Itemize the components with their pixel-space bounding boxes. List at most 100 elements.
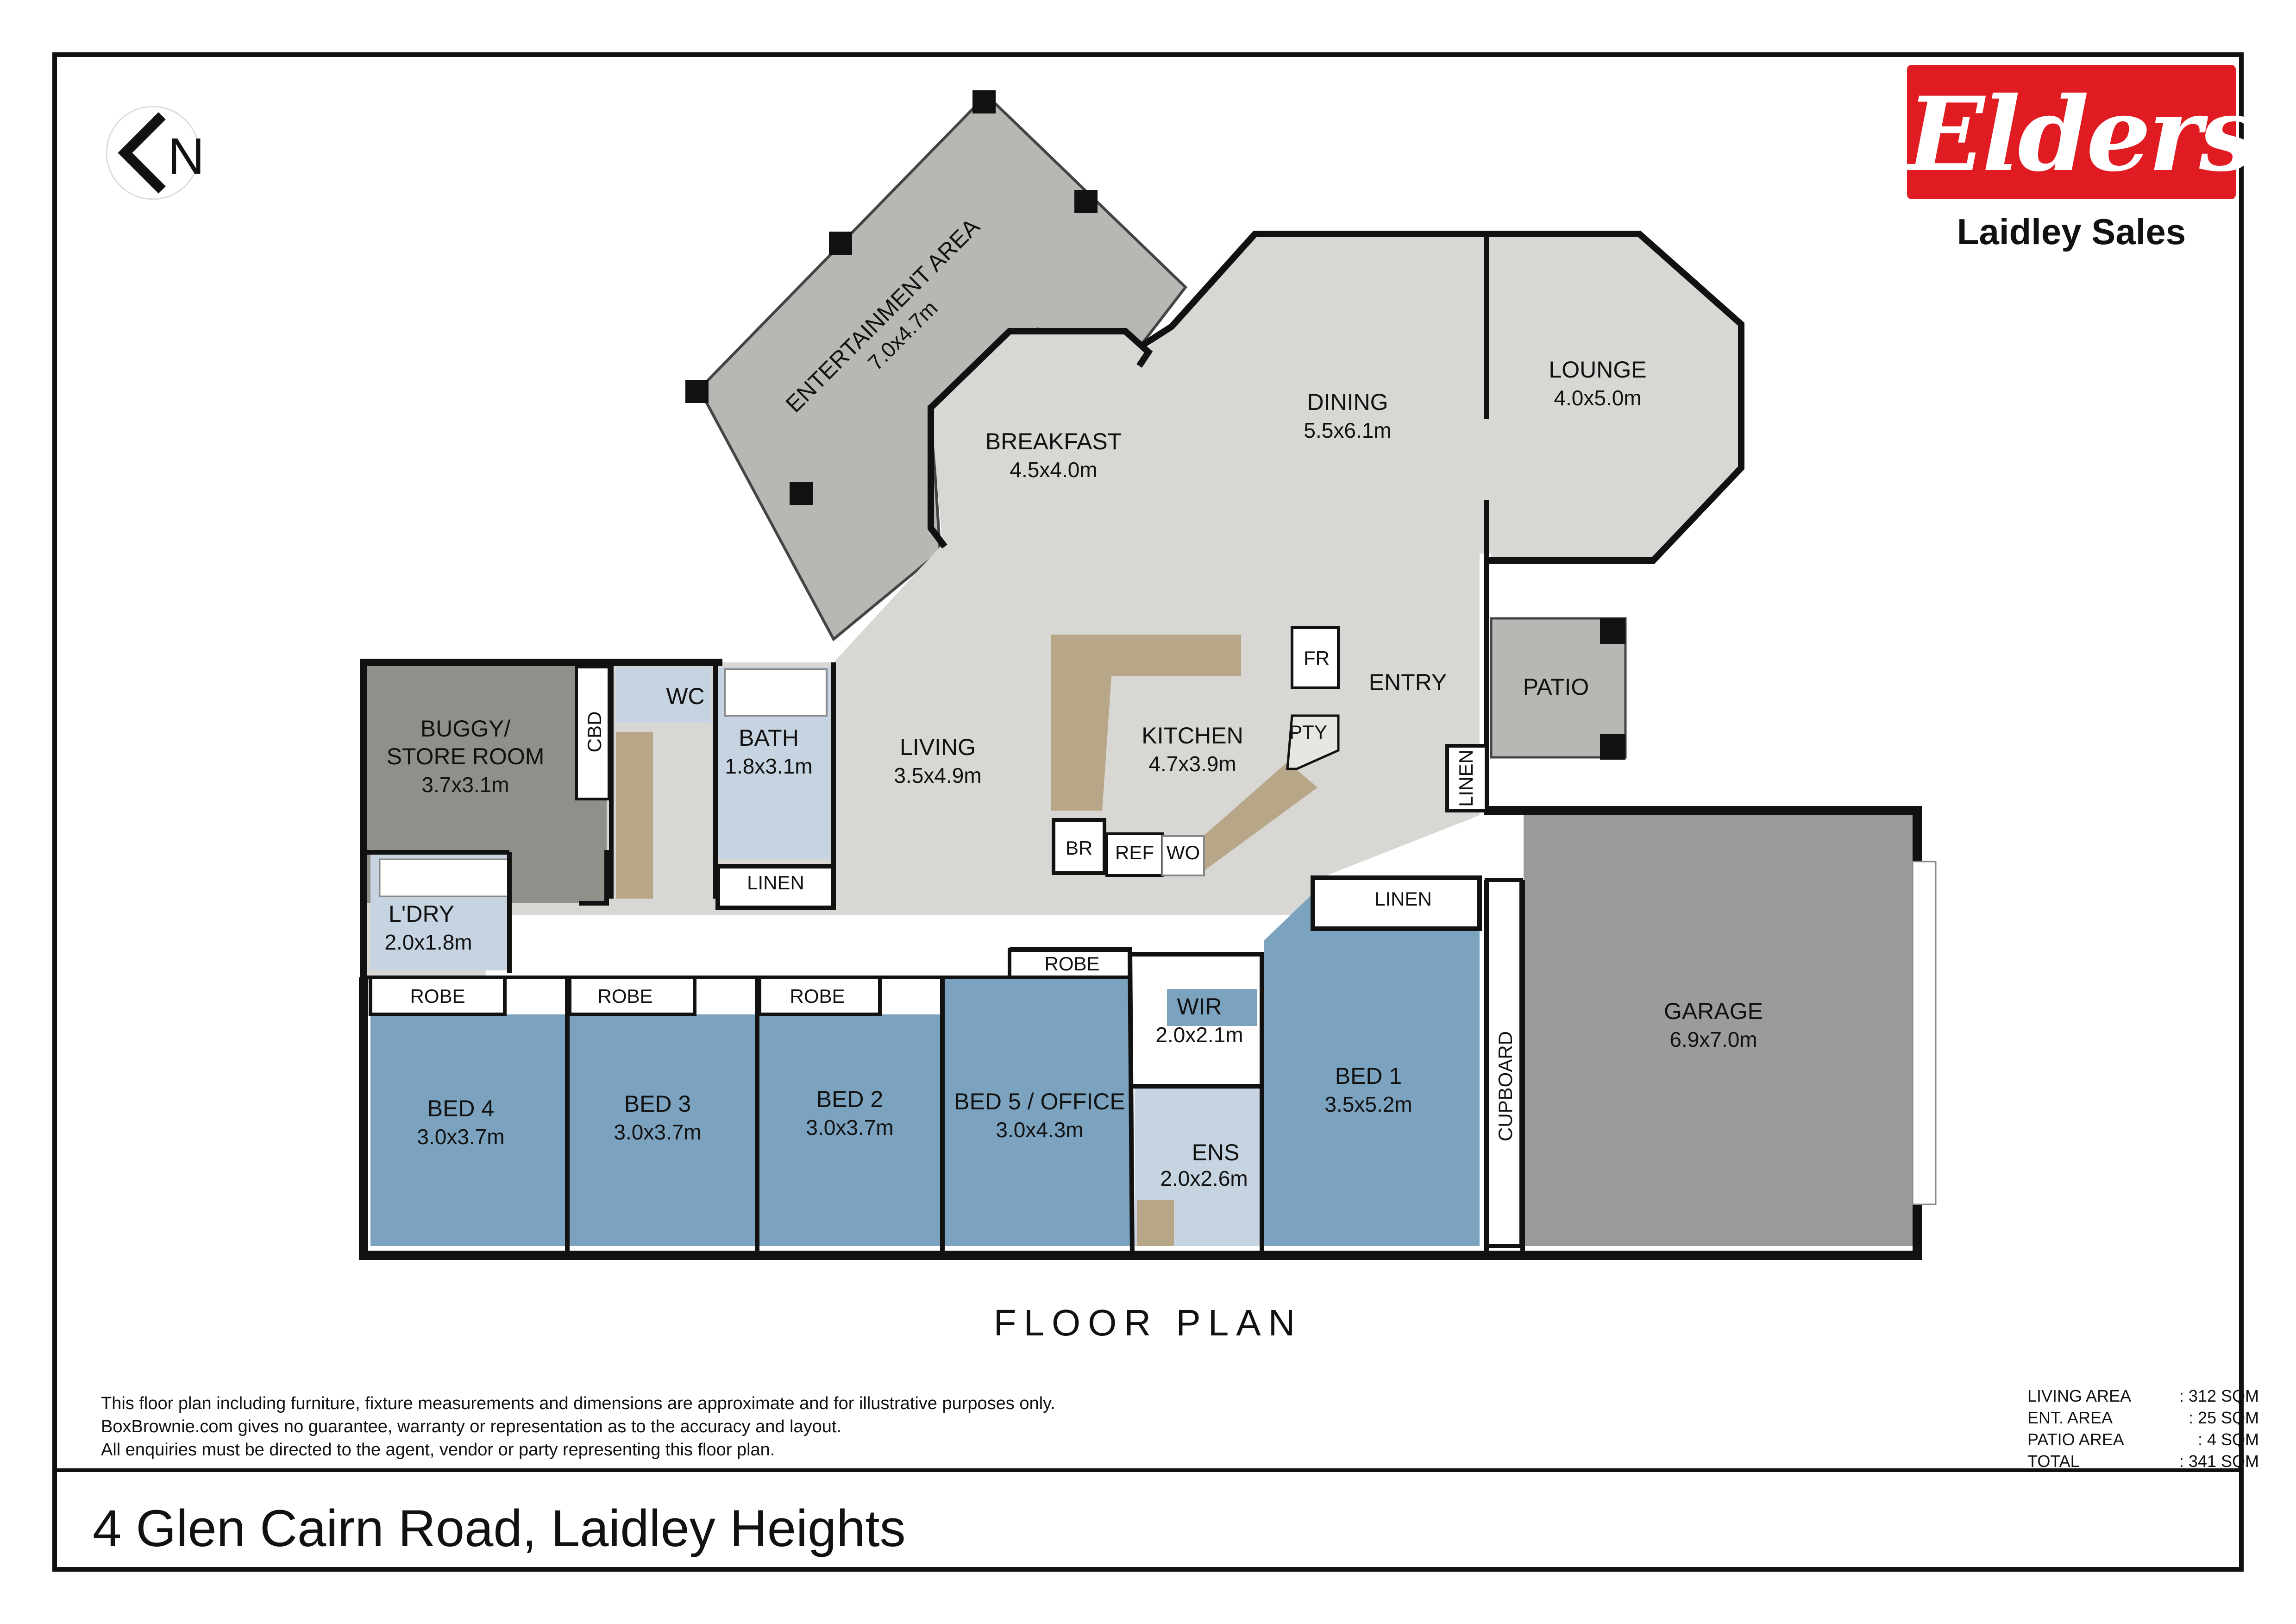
wall (928, 328, 1153, 549)
lounge-dim: 4.0x5.0m (1554, 386, 1641, 410)
cbd-label: CBD (583, 711, 605, 753)
buggy-dim: 3.7x3.1m (421, 773, 509, 797)
post (1600, 734, 1625, 760)
linen-bath-label: LINEN (747, 872, 804, 894)
buggy-label-line1: BUGGY/ (420, 716, 511, 742)
vanity-bench (616, 732, 653, 899)
area-value: : 341 SQM (2179, 1452, 2259, 1471)
garage-dim: 6.9x7.0m (1669, 1027, 1757, 1051)
elders-logo (1907, 65, 2236, 199)
breakfast-dim: 4.5x4.0m (1010, 458, 1097, 482)
dining-label: DINING (1307, 389, 1388, 415)
patio-label: PATIO (1523, 674, 1589, 700)
wir-label: WIR (1177, 994, 1222, 1020)
robe2-label: ROBE (790, 985, 845, 1007)
plan-title: FLOOR PLAN (993, 1302, 1303, 1343)
post (1074, 190, 1098, 213)
area-label: PATIO AREA (2027, 1430, 2124, 1449)
wall (1137, 231, 1744, 564)
area-row: TOTAL : 341 SQM (2027, 1450, 2259, 1472)
area-summary: LIVING AREA : 312 SQM ENT. AREA: 25 SQM P… (2027, 1385, 2259, 1472)
wall (1132, 952, 1264, 1255)
entry-label: ENTRY (1369, 669, 1447, 695)
bed4-dim: 3.0x3.7m (417, 1125, 504, 1149)
wir-rail (1167, 989, 1257, 1026)
ens-vanity (1137, 1200, 1174, 1246)
compass-letter: N (168, 128, 204, 185)
post (829, 232, 852, 255)
area-label: TOTAL (2027, 1452, 2080, 1471)
bed1-floor (1264, 882, 1480, 1246)
pantry-cupboard (1286, 714, 1340, 770)
bed5-dim: 3.0x4.3m (996, 1118, 1083, 1142)
area-value: : 312 SQM (2179, 1386, 2259, 1405)
robe4-label: ROBE (410, 985, 465, 1007)
bed4-floor (370, 1014, 565, 1246)
living-label: LIVING (900, 734, 976, 760)
garage-floor (1524, 815, 1913, 1246)
bathtub (724, 668, 828, 717)
bed2-dim: 3.0x3.7m (806, 1115, 893, 1139)
kitchen-label: KITCHEN (1142, 723, 1243, 749)
bed3-dim: 3.0x3.7m (614, 1120, 701, 1144)
robe5-label: ROBE (1044, 953, 1099, 975)
cupboard-label: CUPBOARD (1494, 1031, 1516, 1141)
fr-label: FR (1304, 647, 1330, 669)
lounge-label: LOUNGE (1549, 357, 1646, 383)
linen-entry-label: LINEN (1455, 749, 1477, 807)
bed3-floor (570, 1014, 755, 1246)
area-value: : 25 SQM (2188, 1408, 2259, 1427)
garage-label: GARAGE (1664, 998, 1763, 1024)
br-label: BR (1066, 837, 1092, 859)
breakfast-label: BREAKFAST (985, 428, 1122, 454)
wir-dim: 2.0x2.1m (1155, 1023, 1243, 1047)
elders-logo-text: Elders (1907, 74, 2257, 194)
footer-divider (57, 1468, 2239, 1472)
dining-dim: 5.5x6.1m (1304, 418, 1391, 442)
bed5-floor (945, 977, 1130, 1246)
wc-label: WC (666, 683, 704, 709)
linen-bed1-label: LINEN (1374, 888, 1432, 910)
bed3-label: BED 3 (624, 1091, 691, 1117)
wo-label: WO (1167, 842, 1200, 863)
pty-label: PTY (1289, 721, 1327, 743)
area-row: LIVING AREA : 312 SQM (2027, 1385, 2259, 1407)
bed2-floor (759, 1014, 940, 1246)
bath-label: BATH (739, 725, 799, 751)
disclaimer-line: BoxBrownie.com gives no guarantee, warra… (101, 1417, 841, 1436)
laundry-label: L'DRY (389, 901, 454, 927)
wall (360, 659, 722, 982)
bed1-dim: 3.5x5.2m (1324, 1092, 1412, 1116)
living-dim: 3.5x4.9m (894, 763, 981, 787)
living-floor (361, 234, 1639, 982)
cbd-floor (575, 666, 610, 800)
lounge-floor (1491, 234, 1741, 560)
bed4-label: BED 4 (427, 1095, 495, 1121)
kitchen-dim: 4.7x3.9m (1148, 752, 1236, 776)
page-frame (52, 52, 2244, 1572)
wo-cupboard (1161, 835, 1205, 876)
area-row: PATIO AREA: 4 SQM (2027, 1429, 2259, 1450)
disclaimer-line: This floor plan including furniture, fix… (101, 1394, 1055, 1413)
robe3-label: ROBE (597, 985, 652, 1007)
bed5-label: BED 5 / OFFICE (954, 1089, 1125, 1114)
post (972, 90, 996, 113)
window (1912, 861, 1937, 1205)
bed1-label: BED 1 (1335, 1063, 1402, 1089)
area-row: ENT. AREA: 25 SQM (2027, 1407, 2259, 1429)
bath-dim: 1.8x3.1m (725, 754, 812, 778)
laundry-bench (379, 858, 510, 897)
north-arrow-icon: N (106, 106, 204, 200)
disclaimer: This floor plan including furniture, fix… (101, 1392, 1055, 1461)
ens-dim: 2.0x2.6m (1160, 1166, 1248, 1190)
br-cupboard (1052, 818, 1106, 875)
kitchen-bench (1051, 635, 1241, 811)
post (1600, 618, 1625, 644)
linen-entry-cupboard (1445, 744, 1488, 812)
linen-bed1-cupboard (1311, 875, 1482, 931)
area-label: LIVING AREA (2027, 1386, 2132, 1405)
bed2-label: BED 2 (816, 1086, 884, 1112)
wall (579, 850, 609, 906)
laundry-dim: 2.0x1.8m (384, 930, 472, 954)
